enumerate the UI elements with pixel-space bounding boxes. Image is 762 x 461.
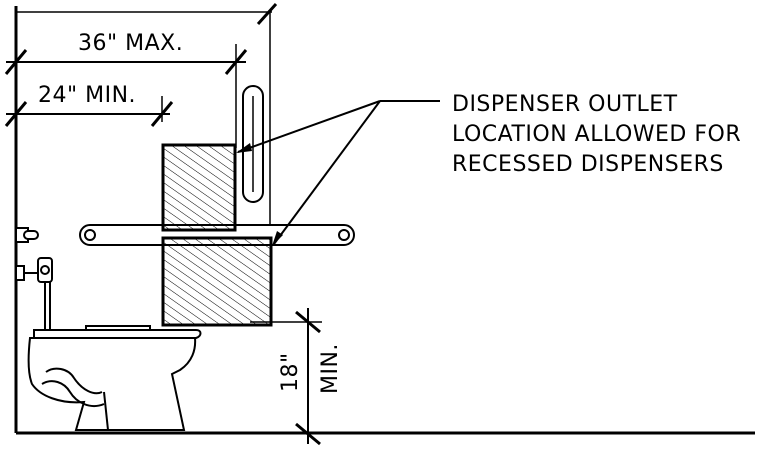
max-dimension [4, 44, 248, 148]
seat-dimension-tick-top [295, 310, 321, 334]
top-extension-tick [256, 2, 278, 26]
arrowhead-lower [272, 231, 283, 246]
wall-fixture-icon [15, 227, 39, 243]
dispenser-zone-lower [161, 236, 273, 327]
seat-dimension-tick-bottom [295, 422, 321, 446]
note-line-1: DISPENSER OUTLET [452, 92, 678, 117]
flush-valve-icon [15, 257, 53, 334]
leader-arrowheads [236, 143, 283, 246]
arrowhead-upper [236, 143, 252, 153]
toilet-trapway-inner [41, 380, 105, 408]
min-dimension-label: 24" MIN. [38, 83, 136, 108]
note-leader [237, 100, 440, 245]
vertical-grab-bar [242, 85, 264, 203]
note-line-2: LOCATION ALLOWED FOR [452, 122, 741, 147]
leader-to-lower-zone [273, 100, 381, 245]
toilet-trapway [45, 367, 103, 395]
min-dimension [4, 96, 174, 127]
rear-extension [16, 2, 278, 232]
seat-height-dimension [250, 308, 322, 446]
wall-and-floor [14, 6, 755, 435]
max-dimension-tick-left [4, 49, 28, 75]
leader-to-upper-zone [237, 100, 381, 153]
seat-height-suffix: MIN. [318, 343, 343, 394]
toilet-icon [27, 325, 202, 431]
note-line-3: RECESSED DISPENSERS [452, 152, 724, 177]
max-dimension-label: 36" MAX. [78, 31, 183, 56]
toilet-seat [33, 329, 202, 339]
toilet-lid-hinge [85, 325, 151, 331]
toilet-bowl [27, 337, 197, 431]
min-dimension-tick-left [4, 101, 28, 127]
seat-height-value: 18" [278, 352, 303, 392]
dispenser-zone-upper [161, 143, 237, 232]
